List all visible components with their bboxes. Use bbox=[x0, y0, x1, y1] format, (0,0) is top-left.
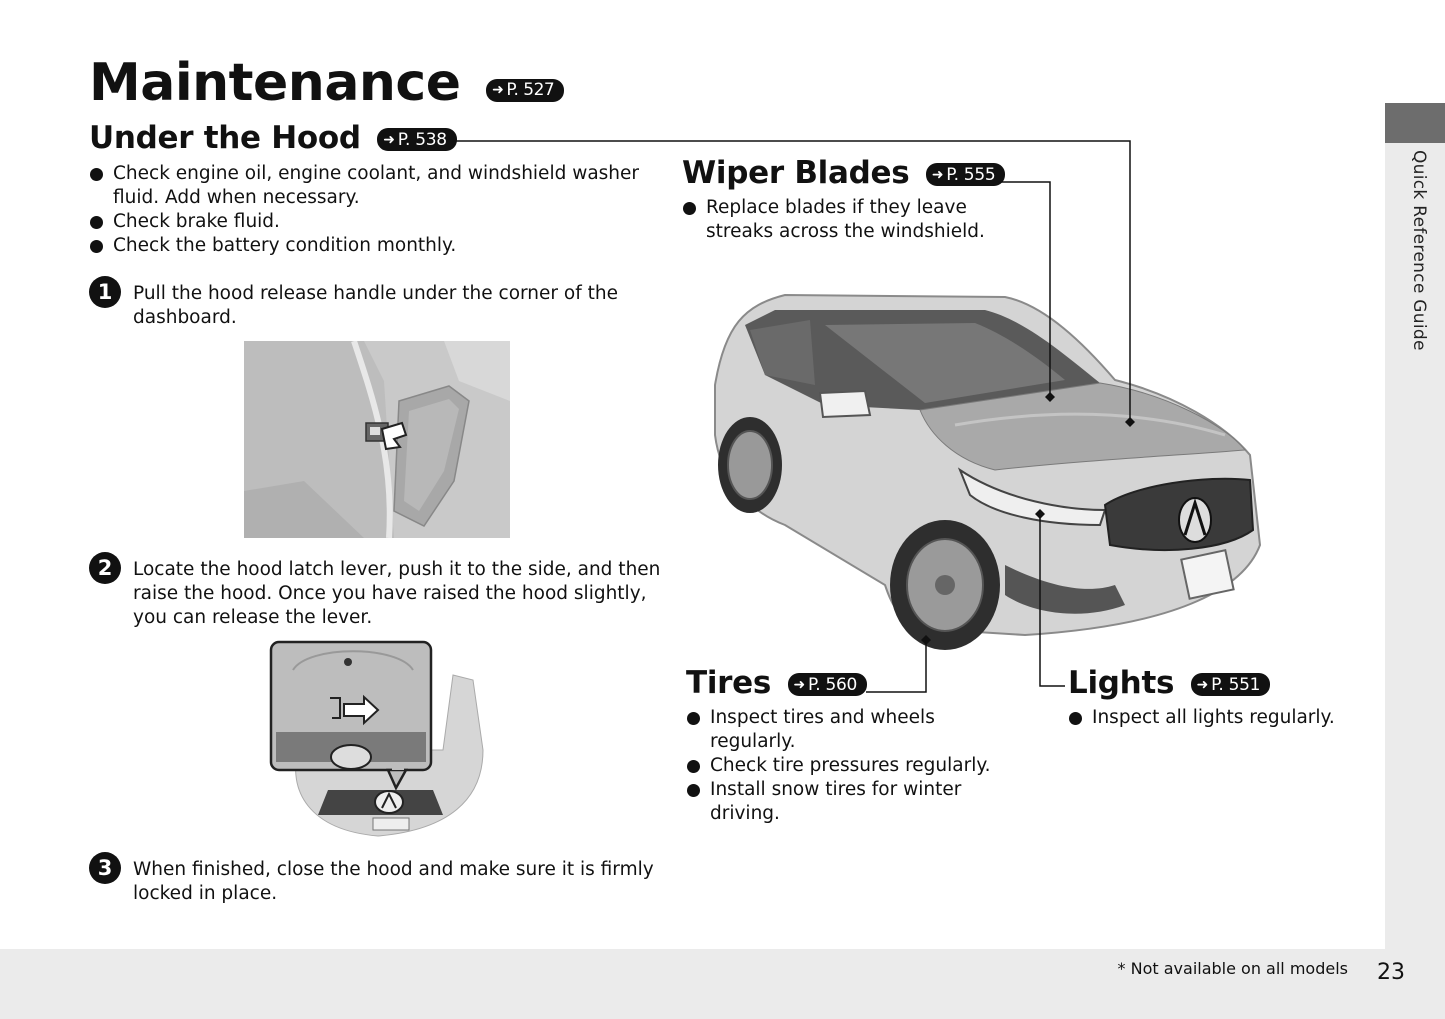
tires-bullets: Inspect tires and wheels regularly. Chec… bbox=[686, 706, 1026, 826]
list-item: Check tire pressures regularly. bbox=[686, 754, 1026, 778]
arrow-right-icon: ➜ bbox=[383, 131, 395, 148]
lights-ref-link[interactable]: ➜P. 551 bbox=[1190, 673, 1271, 696]
side-section-label[interactable]: Quick Reference Guide bbox=[1409, 150, 1429, 351]
page-title: Maintenance bbox=[89, 53, 461, 113]
side-strip bbox=[1385, 143, 1445, 949]
section-tab-marker bbox=[1385, 103, 1445, 143]
step-number-badge: 2 bbox=[89, 552, 121, 584]
hood-release-image bbox=[244, 340, 510, 539]
list-item: Replace blades if they leave streaks acr… bbox=[682, 196, 1032, 244]
list-item: Check brake fluid. bbox=[89, 210, 649, 234]
under-hood-heading-block: Under the Hood ➜P. 538 bbox=[89, 123, 457, 154]
page-title-block: Maintenance ➜P. 527 bbox=[89, 57, 565, 109]
tires-heading-block: Tires ➜P. 560 bbox=[686, 665, 868, 701]
wiper-ref-link[interactable]: ➜P. 555 bbox=[925, 163, 1006, 186]
list-item: Inspect tires and wheels regularly. bbox=[686, 706, 1026, 754]
arrow-right-icon: ➜ bbox=[931, 166, 944, 183]
vehicle-image bbox=[714, 293, 1262, 650]
tires-ref-link[interactable]: ➜P. 560 bbox=[787, 673, 868, 696]
lights-heading-block: Lights ➜P. 551 bbox=[1068, 665, 1271, 701]
step-number-badge: 1 bbox=[89, 276, 121, 308]
arrow-right-icon: ➜ bbox=[1196, 676, 1209, 693]
step-number-badge: 3 bbox=[89, 852, 121, 884]
list-item: Check engine oil, engine coolant, and wi… bbox=[89, 162, 649, 210]
step-text: Locate the hood latch lever, push it to … bbox=[133, 559, 661, 628]
list-item: Inspect all lights regularly. bbox=[1068, 706, 1368, 730]
under-hood-bullets: Check engine oil, engine coolant, and wi… bbox=[89, 162, 649, 258]
lights-heading: Lights bbox=[1068, 665, 1175, 701]
title-page-ref-link[interactable]: ➜P. 527 bbox=[486, 78, 565, 102]
wiper-bullets: Replace blades if they leave streaks acr… bbox=[682, 196, 1032, 244]
wiper-heading: Wiper Blades bbox=[682, 155, 910, 191]
vehicle-illustration bbox=[705, 285, 1265, 655]
arrow-right-icon: ➜ bbox=[492, 82, 504, 98]
hood-latch-illustration bbox=[268, 640, 490, 840]
arrow-right-icon: ➜ bbox=[793, 676, 806, 693]
hood-release-illustration bbox=[244, 340, 510, 539]
tires-heading: Tires bbox=[686, 665, 772, 701]
step-1: 1 Pull the hood release handle under the… bbox=[89, 276, 649, 330]
step-text: Pull the hood release handle under the c… bbox=[133, 283, 618, 328]
hood-latch-image bbox=[269, 640, 484, 837]
lights-bullets: Inspect all lights regularly. bbox=[1068, 706, 1368, 730]
page-number: 23 bbox=[1377, 960, 1405, 985]
list-item: Check the battery condition monthly. bbox=[89, 234, 649, 258]
step-2: 2 Locate the hood latch lever, push it t… bbox=[89, 552, 669, 630]
footer-bar bbox=[0, 949, 1445, 1019]
list-item: Install snow tires for winter driving. bbox=[686, 778, 1026, 826]
under-hood-ref-link[interactable]: ➜P. 538 bbox=[377, 128, 457, 151]
footnote: * Not available on all models bbox=[1117, 959, 1348, 978]
wiper-heading-block: Wiper Blades ➜P. 555 bbox=[682, 155, 1006, 191]
step-3: 3 When finished, close the hood and make… bbox=[89, 852, 669, 906]
step-text: When finished, close the hood and make s… bbox=[133, 859, 654, 904]
under-hood-heading: Under the Hood bbox=[89, 120, 361, 156]
